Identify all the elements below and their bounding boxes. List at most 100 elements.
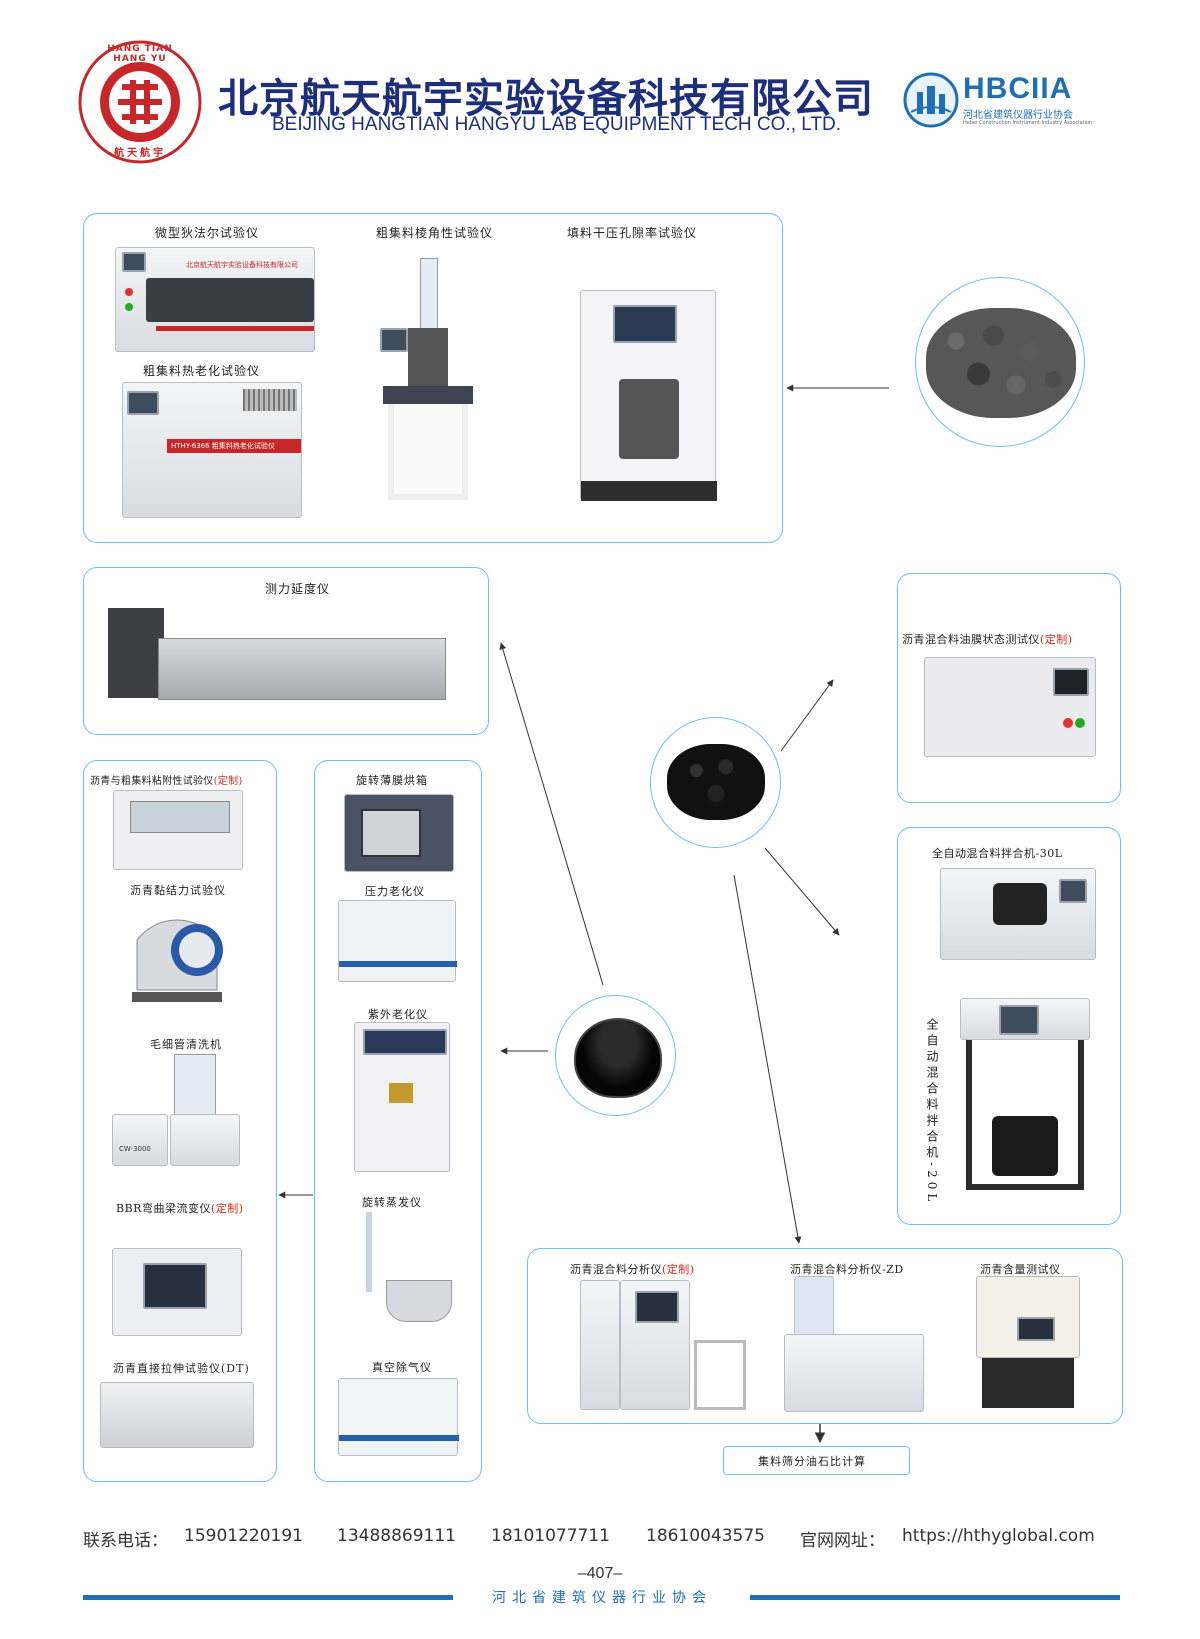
mixer-20-machine bbox=[960, 998, 1090, 1204]
uv-aging-label: 紫外老化仪 bbox=[368, 1008, 428, 1021]
vacuum-degasser-label: 真空除气仪 bbox=[372, 1361, 432, 1374]
adhesion-label: 沥青与粗集料粘附性试验仪(定制) bbox=[90, 772, 243, 787]
logo-bottom-text: 航天航宇 bbox=[114, 148, 166, 159]
aggregate-sample-image bbox=[915, 277, 1085, 447]
oil-film-label-text: 沥青混合料油膜状态测试仪 bbox=[902, 633, 1040, 646]
oil-film-screen bbox=[1053, 668, 1089, 696]
rtfo-window bbox=[361, 809, 421, 857]
micro-deval-screen bbox=[122, 252, 146, 272]
filler-porosity-screen bbox=[613, 305, 677, 343]
arrow-oil-film bbox=[780, 679, 834, 752]
mixer-30-label: 全自动混合料拌合机-30L bbox=[932, 847, 1063, 860]
micro-deval-knob-green bbox=[125, 303, 133, 311]
ductility-trough bbox=[158, 638, 446, 700]
micro-deval-nameplate: 北京航天航宇实验设备科技有限公司 bbox=[186, 261, 298, 269]
association-emblem-icon bbox=[903, 72, 959, 128]
footer-website-link[interactable]: https://hthyglobal.com bbox=[902, 1526, 1095, 1546]
adhesion-custom-tag: (定制) bbox=[213, 776, 243, 787]
aggregate-stones bbox=[926, 308, 1076, 418]
mixture-analyzer-custom-tag: (定制) bbox=[662, 1263, 695, 1276]
bbr-custom-tag: (定制) bbox=[210, 1202, 244, 1215]
angularity-column bbox=[408, 328, 448, 388]
vacuum-degasser-machine bbox=[338, 1378, 459, 1456]
association-name-cn: 河北省建筑仪器行业协会 bbox=[963, 110, 1073, 121]
bbr-label-text: BBR弯曲梁流变仪 bbox=[116, 1202, 211, 1215]
association-name-en: Hebei Construction Instrument Industry A… bbox=[963, 120, 1093, 126]
pav-label: 压力老化仪 bbox=[365, 885, 425, 898]
capillary-cleaner-label: 毛细管清洗机 bbox=[150, 1038, 222, 1051]
uv-aging-panel bbox=[363, 1029, 447, 1055]
angularity-table bbox=[383, 386, 473, 404]
mixer-30-drum bbox=[993, 883, 1047, 925]
sieve-ratio-result-box bbox=[723, 1446, 910, 1475]
bbr-screen bbox=[143, 1263, 207, 1309]
oil-film-custom-tag: (定制) bbox=[1040, 633, 1073, 646]
arrow-analysis bbox=[733, 874, 802, 1244]
mixture-analyzer-zd-machine bbox=[784, 1276, 924, 1412]
bbr-machine bbox=[112, 1248, 242, 1336]
mixer-30-machine bbox=[940, 868, 1096, 960]
mixer-20-screen bbox=[999, 1005, 1039, 1035]
footer-phone-3: 18101077711 bbox=[491, 1526, 610, 1546]
mixture-analyzer-zd-label: 沥青混合料分析仪-ZD bbox=[790, 1263, 904, 1276]
footer-contact-label: 联系电话： bbox=[83, 1531, 168, 1551]
angularity-label: 粗集料棱角性试验仪 bbox=[376, 226, 494, 240]
ductility-machine bbox=[104, 608, 446, 706]
direct-tension-label: 沥青直接拉伸试验仪(DT) bbox=[113, 1362, 250, 1375]
footer-website-label: 官网网址： bbox=[800, 1531, 885, 1551]
adhesion-machine bbox=[113, 790, 243, 870]
capillary-cleaner-machine: CW-3000 bbox=[112, 1054, 242, 1170]
sieve-ratio-result-label: 集料筛分油石比计算 bbox=[758, 1455, 866, 1468]
mixture-analyzer-cart bbox=[694, 1340, 746, 1410]
page-number: –407– bbox=[577, 1565, 623, 1582]
adhesion-window bbox=[130, 801, 230, 833]
direct-tension-machine bbox=[100, 1382, 254, 1448]
capillary-cleaner-glass bbox=[174, 1054, 216, 1116]
ductility-motor-box bbox=[108, 608, 164, 698]
mixture-analyzer-zd-top bbox=[794, 1276, 834, 1336]
mixer-30-screen bbox=[1059, 879, 1087, 903]
capillary-chiller: CW-3000 bbox=[112, 1114, 168, 1166]
rotary-evaporator-label: 旋转蒸发仪 bbox=[362, 1196, 422, 1209]
logo-ring-text: HANG TIAN HANG YU bbox=[107, 44, 173, 64]
ductility-label: 测力延度仪 bbox=[265, 582, 331, 596]
uv-aging-machine bbox=[354, 1022, 450, 1172]
filler-porosity-base bbox=[581, 481, 717, 501]
capillary-chiller-label: CW-3000 bbox=[119, 1145, 151, 1153]
capillary-cleaner-body bbox=[170, 1114, 240, 1166]
mixer-20-frame bbox=[966, 1040, 1084, 1190]
mixer-20-head bbox=[960, 998, 1090, 1040]
mixture-analyzer-label-text: 沥青混合料分析仪 bbox=[570, 1263, 662, 1276]
footer-phone-4: 18610043575 bbox=[646, 1526, 765, 1546]
heat-aging-label: 粗集料热老化试验仪 bbox=[143, 364, 261, 378]
asphalt-content-top bbox=[976, 1276, 1080, 1358]
company-logo-icon bbox=[78, 40, 202, 164]
footer-rule-left bbox=[83, 1595, 453, 1600]
angularity-stand bbox=[388, 404, 468, 500]
oil-film-label: 沥青混合料油膜状态测试仪(定制) bbox=[902, 631, 1073, 647]
mixture-analyzer-tower bbox=[580, 1280, 620, 1410]
mixer-20-label: 全自动混合料拌合机-20L bbox=[925, 1018, 939, 1206]
company-name-cn: 北京航天航宇实验设备科技有限公司 bbox=[218, 76, 874, 122]
pav-machine bbox=[338, 900, 457, 982]
rotary-evaporator-bath bbox=[386, 1280, 452, 1322]
mixture-analyzer-machine bbox=[580, 1280, 750, 1412]
micro-deval-knob-red bbox=[125, 288, 133, 296]
footer-association-name: 河北省建筑仪器行业协会 bbox=[492, 1590, 712, 1606]
oil-film-machine bbox=[924, 657, 1096, 757]
vacuum-degasser-stripe bbox=[339, 1435, 459, 1441]
footer-phone-2: 13488869111 bbox=[337, 1526, 456, 1546]
rtfo-label: 旋转薄膜烘箱 bbox=[356, 774, 428, 787]
angularity-machine bbox=[378, 258, 478, 514]
mixture-analyzer-body bbox=[620, 1280, 690, 1410]
arrow-mixers bbox=[764, 847, 840, 936]
bbr-label: BBR弯曲梁流变仪(定制) bbox=[116, 1200, 244, 1216]
asphalt-mixture-image bbox=[650, 717, 781, 848]
micro-deval-drum bbox=[146, 278, 314, 322]
asphalt-mixture-pile bbox=[667, 744, 765, 820]
bond-strength-pendulum-icon bbox=[132, 919, 223, 1002]
micro-deval-label: 微型狄法尔试验仪 bbox=[155, 226, 260, 240]
micro-deval-stripe bbox=[156, 326, 314, 331]
heat-aging-stripe bbox=[167, 439, 301, 453]
